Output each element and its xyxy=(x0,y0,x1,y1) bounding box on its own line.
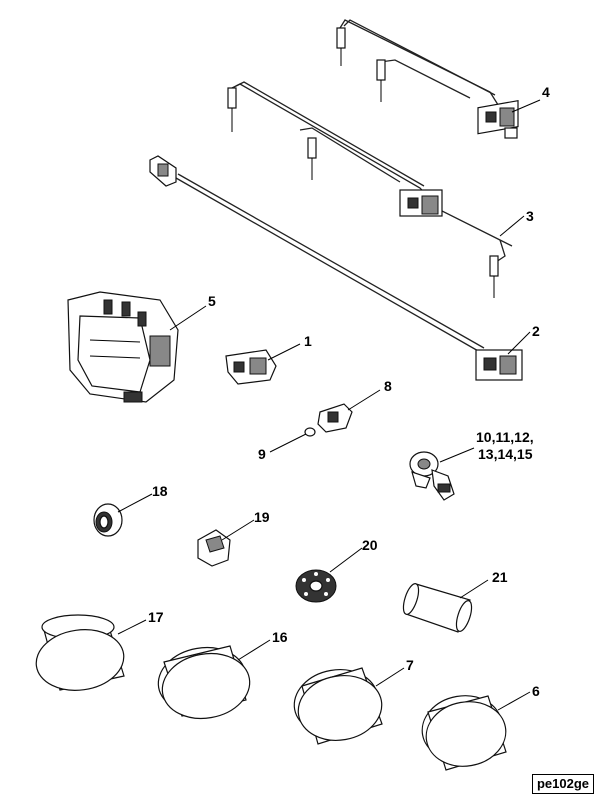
callout-16: 16 xyxy=(272,629,288,645)
callout-8: 8 xyxy=(384,378,392,394)
sensor-assembly-part-10-15 xyxy=(409,451,455,501)
callout-6: 6 xyxy=(532,683,540,699)
sensor-part-1 xyxy=(225,349,277,385)
sleeve-part-21 xyxy=(402,583,473,633)
leader-lines xyxy=(117,99,541,711)
callout-9: 9 xyxy=(258,446,266,462)
clip-part-19 xyxy=(197,529,231,567)
bushing-part-18 xyxy=(93,503,123,537)
callout-1: 1 xyxy=(304,333,312,349)
connector-part-8 xyxy=(317,403,353,433)
callout-18: 18 xyxy=(152,483,168,499)
callout-7: 7 xyxy=(406,657,414,673)
filter-part-16 xyxy=(157,645,251,720)
callout-13-15: 13,14,15 xyxy=(478,446,533,462)
callout-20: 20 xyxy=(362,537,378,553)
callout-4: 4 xyxy=(542,84,550,100)
callout-10-12: 10,11,12, xyxy=(476,429,534,445)
sensor-cable-part-2 xyxy=(149,155,523,381)
filter-part-7 xyxy=(293,667,383,745)
filter-part-17 xyxy=(35,614,125,691)
callout-17: 17 xyxy=(148,609,164,625)
o-ring-part-9 xyxy=(304,427,316,437)
control-module-part-5 xyxy=(67,291,179,403)
sensor-harness-part-4 xyxy=(336,19,519,139)
callout-3: 3 xyxy=(526,208,534,224)
reference-code: pe102ge xyxy=(532,774,594,794)
callout-19: 19 xyxy=(254,509,270,525)
callout-21: 21 xyxy=(492,569,508,585)
callout-5: 5 xyxy=(208,293,216,309)
callout-2: 2 xyxy=(532,323,540,339)
sensor-harness-part-3 xyxy=(227,81,513,298)
gasket-part-20 xyxy=(295,569,337,603)
filter-part-6 xyxy=(421,695,507,771)
